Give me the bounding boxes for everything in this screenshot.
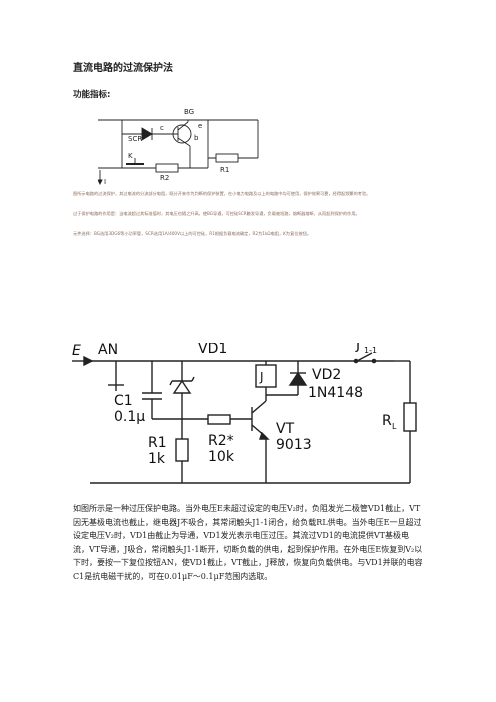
c1-label: C1 <box>114 393 133 409</box>
overcurrent-circuit-diagram: SCR c BG e b K R2 R1 I <box>98 108 259 186</box>
body-paragraph: 如图所示是一种过压保护电路。当外电压E未超过设定的电压V₂时，负阻发光二极管VD… <box>73 504 423 581</box>
vd2-model: 1N4148 <box>308 385 363 401</box>
j-label: J <box>259 370 264 384</box>
r2-value: 10k <box>208 449 235 465</box>
c1-value: 0.1μ <box>114 409 145 425</box>
r1-label: R1 <box>148 435 167 451</box>
e-label: E <box>72 343 81 359</box>
r1-value: 1k <box>148 451 166 467</box>
vd2-label: VD2 <box>312 367 341 383</box>
overvoltage-circuit-diagram: E AN C1 0.1μ VD1 J VD2 1N4148 J 1-1 R L … <box>72 343 417 484</box>
j1-label: J <box>355 343 360 353</box>
j1-sub: 1-1 <box>364 346 377 355</box>
r2-label: R2 <box>160 174 169 182</box>
rl-label: R <box>382 413 392 429</box>
scr-label: SCR <box>128 135 142 143</box>
paragraph-small-3: 元件选择：BG选用3DG6等小功率管，SCR选用1A/400V以上的可控硅，R1… <box>73 231 312 236</box>
b-label: b <box>194 134 199 142</box>
vt-label: VT <box>276 421 295 437</box>
paragraph-small-1: 图所示电路的过流保护，其过电流的分流部分电阻，既分开来作为判断的保护装置，在小电… <box>73 191 371 196</box>
c-label: c <box>160 124 164 132</box>
bg-label: BG <box>184 108 194 116</box>
r2-label: R2* <box>208 433 234 449</box>
r1-label: R1 <box>220 166 229 174</box>
k-label: K <box>128 152 133 160</box>
rl-sub: L <box>392 422 397 431</box>
page-title: 直流电路的过流保护法 <box>73 63 173 74</box>
section-heading: 功能指标: <box>73 90 111 100</box>
e-label: e <box>198 122 202 130</box>
vd1-label: VD1 <box>198 343 227 357</box>
vt-model: 9013 <box>276 437 312 453</box>
paragraph-small-2: 过于保护电路的作用是：当电流超过其标准值时，其电压也随之升高，使BG导通，可控硅… <box>73 211 360 216</box>
an-label: AN <box>98 343 118 358</box>
i-label: I <box>104 178 106 186</box>
